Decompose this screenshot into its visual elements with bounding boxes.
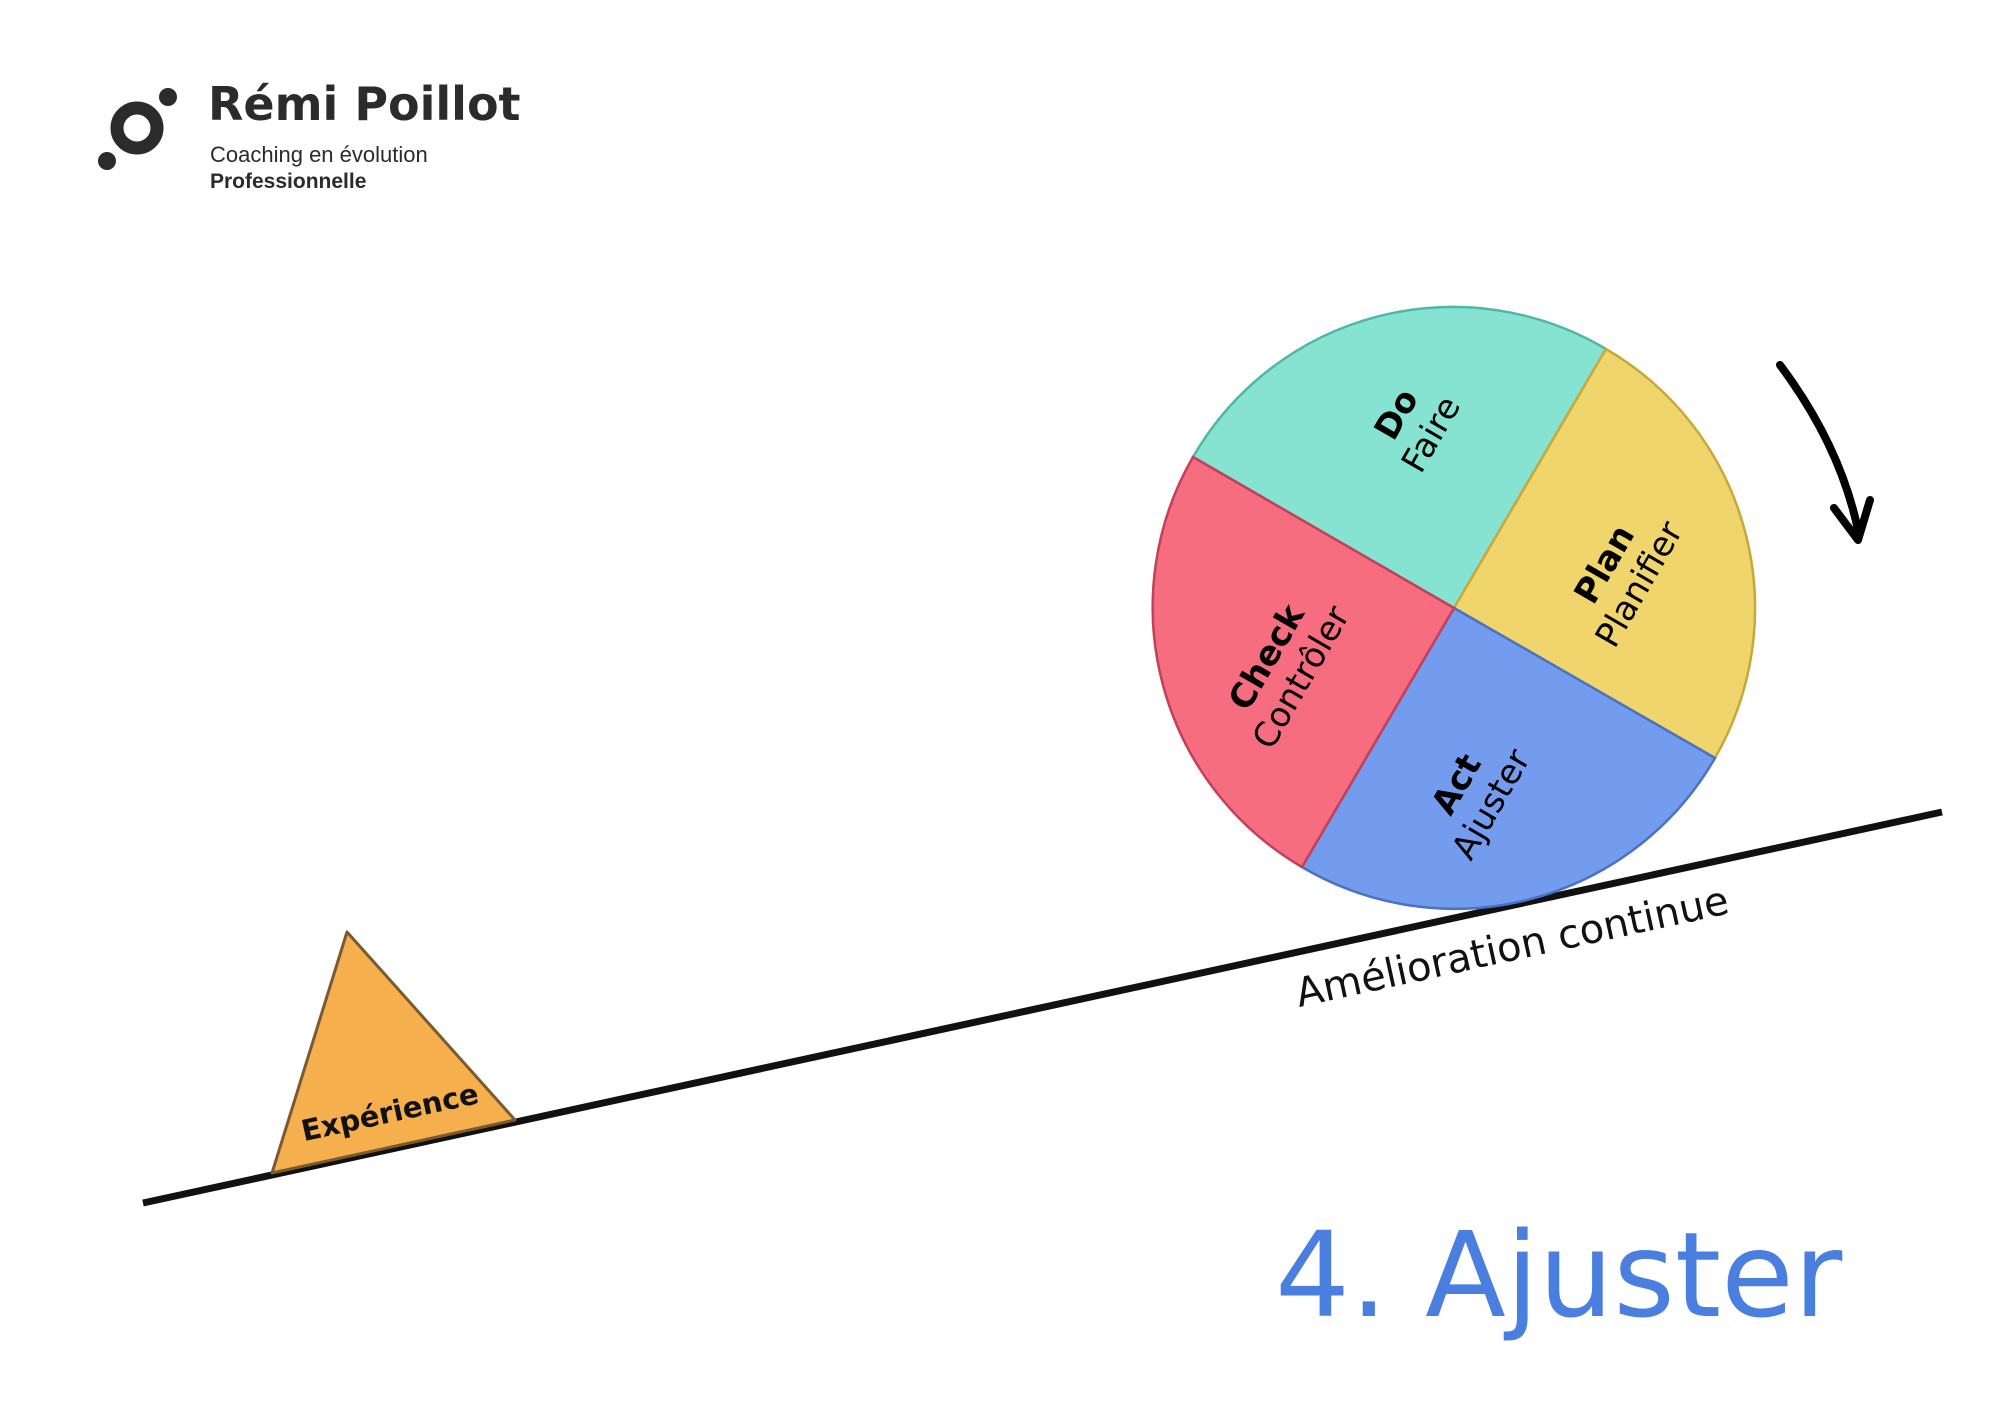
clockwise-arrow-icon	[1776, 361, 1874, 544]
step-label: 4. Ajuster	[1275, 1206, 1843, 1344]
brand-tagline: Coaching en évolution	[210, 142, 428, 167]
experience-wedge: Expérience	[270, 930, 517, 1175]
wheel-segment-do	[1191, 305, 1608, 610]
wheel-segment-act	[1300, 606, 1717, 911]
improvement-slope	[142, 808, 1943, 1207]
wheel-segment-plan	[1452, 347, 1757, 760]
wheel-segment-check	[1151, 455, 1456, 869]
brand-tagline-bold: Professionnelle	[210, 170, 366, 193]
brand-logo: Rémi Poillot Coaching en évolution Profe…	[98, 77, 521, 193]
pdca-wheel: Do Faire Plan Planifier Act Ajuster Chec…	[1151, 305, 1757, 911]
brand-name: Rémi Poillot	[208, 77, 521, 131]
brand-mark-icon	[98, 88, 177, 170]
